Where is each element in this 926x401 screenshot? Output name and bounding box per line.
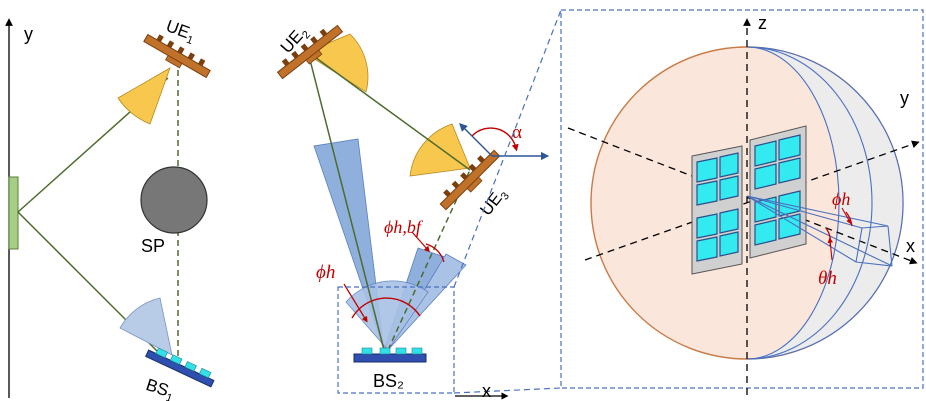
phi-bf-arc (425, 243, 445, 263)
subarray-lower-left (696, 208, 739, 262)
bs2-device (353, 347, 427, 363)
sp-blocker (140, 166, 208, 234)
zoom-line-top (453, 9, 562, 288)
zoom-line-bottom (453, 387, 562, 394)
subarray-lower-right (754, 190, 801, 246)
theta-h-label: θh (818, 268, 837, 289)
phi-h-pointer (343, 283, 368, 323)
theta-h-pointer (827, 237, 834, 261)
sphere-shade (747, 47, 903, 359)
bs2-sector (345, 280, 429, 351)
phi-bf-pointer (411, 231, 430, 253)
ue3-label: UE3 (476, 184, 512, 221)
ue3-device (439, 149, 501, 211)
alpha-arc (471, 127, 519, 152)
zoom-panel-frame (560, 9, 924, 389)
ue3-beam (409, 123, 471, 177)
bottom-x-axis-label: x (482, 381, 491, 401)
meridian-outer (746, 46, 904, 360)
right-zoom-panel: z y x (560, 9, 924, 395)
bs1-label: BS1 (143, 375, 177, 401)
bs1-beam (119, 297, 173, 356)
reflector-surface (8, 176, 19, 250)
ue1-beam (117, 67, 171, 125)
phi-bf-label: ϕh,bf (384, 217, 424, 237)
antenna-panel (691, 125, 807, 275)
bs1-device (145, 347, 215, 388)
ue1-label: UE1 (162, 16, 197, 47)
y-axis-right (584, 140, 920, 261)
ray-bs2-ue2 (307, 51, 385, 351)
ray-ue2-ue3 (307, 51, 471, 171)
x-axis-right-label: x (906, 236, 915, 256)
phi-h-label-left: ϕh (316, 262, 335, 283)
y-axis-right-label: y (900, 88, 909, 108)
ue2-device (276, 24, 344, 80)
meridian-front (746, 46, 840, 360)
phi-h-right-pointer (841, 207, 852, 225)
phi-h-arc (351, 297, 421, 319)
angle-wedges (746, 195, 893, 267)
left-y-axis-label: y (24, 24, 33, 44)
sp-label: SP (141, 236, 165, 256)
z-axis-label: z (758, 13, 767, 33)
bs2-label: BS₂ (373, 371, 404, 391)
left-scenario: y UE1 SP (5, 16, 215, 401)
middle-scenario: UE2 UE3 α ϕh,bf ϕh (276, 9, 562, 401)
zoom-box (337, 286, 455, 394)
phi-h-right-label: ϕh (832, 189, 850, 209)
ue3-local-normal (459, 123, 493, 157)
alpha-label: α (512, 122, 522, 143)
meridian-mid (746, 46, 873, 360)
subarray-upper-left (696, 152, 739, 206)
subarray-upper-right (754, 134, 801, 190)
ue1-device (143, 33, 211, 79)
